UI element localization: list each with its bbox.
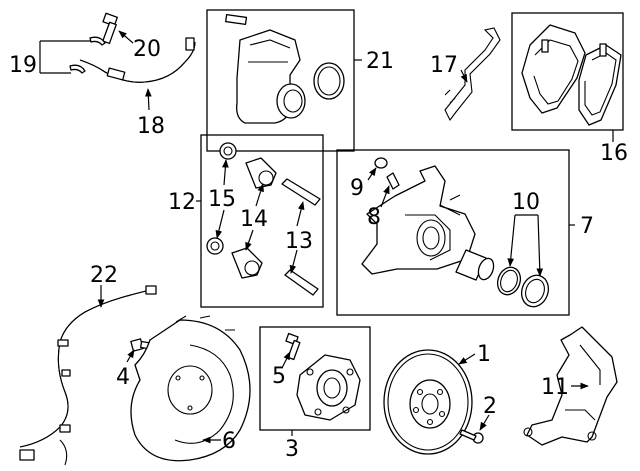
callout-5: 5 bbox=[272, 364, 286, 389]
bolt-part-20 bbox=[102, 12, 118, 45]
brake-hose-part-18 bbox=[79, 37, 196, 83]
clip-part-19 bbox=[69, 36, 106, 74]
bracket-part-11 bbox=[523, 326, 618, 446]
callout-1: 1 bbox=[477, 342, 491, 367]
callout-11: 11 bbox=[541, 375, 569, 400]
bushing-part-15 bbox=[206, 142, 237, 255]
caliper-part-7 bbox=[361, 165, 495, 281]
callout-12: 12 bbox=[168, 190, 196, 215]
callout-9: 9 bbox=[350, 176, 364, 201]
bleeder-parts-9-8 bbox=[374, 157, 400, 190]
callout-19: 19 bbox=[9, 53, 37, 78]
abs-sensor-wire-part-22 bbox=[19, 285, 157, 466]
dust-shield-part-6 bbox=[130, 315, 251, 462]
wear-sensor-part-17 bbox=[444, 27, 501, 122]
callout-3: 3 bbox=[285, 437, 299, 462]
guide-pin-part-13 bbox=[281, 178, 321, 296]
boot-part-14 bbox=[231, 157, 277, 279]
callout-13: 13 bbox=[285, 229, 313, 254]
callout-20: 20 bbox=[133, 37, 161, 62]
group-box-3-hub bbox=[259, 326, 371, 431]
rotor-part-1 bbox=[383, 349, 473, 455]
seal-part-10 bbox=[496, 266, 550, 308]
hub-part-3 bbox=[296, 354, 361, 421]
callout-21: 21 bbox=[366, 49, 394, 74]
callout-16: 16 bbox=[600, 141, 628, 166]
callout-8: 8 bbox=[367, 205, 381, 230]
group-box-16-pads bbox=[511, 12, 624, 131]
brake-pads-part-16 bbox=[521, 24, 622, 126]
leader-lines bbox=[39, 30, 614, 444]
callout-15: 15 bbox=[208, 187, 236, 212]
callout-17: 17 bbox=[430, 53, 458, 78]
callout-22: 22 bbox=[90, 263, 118, 288]
callout-2: 2 bbox=[483, 394, 497, 419]
callout-7: 7 bbox=[580, 214, 594, 239]
group-box-12-hardware bbox=[200, 134, 324, 308]
callout-6: 6 bbox=[222, 429, 236, 454]
callout-10: 10 bbox=[512, 190, 540, 215]
wheel-stud-part-5 bbox=[285, 332, 301, 361]
screw-part-2 bbox=[459, 429, 484, 444]
group-box-7-caliper bbox=[336, 149, 570, 316]
callout-14: 14 bbox=[240, 207, 268, 232]
callout-18: 18 bbox=[137, 114, 165, 139]
group-box-21-actuator bbox=[206, 9, 355, 152]
actuator-part-21 bbox=[225, 13, 345, 124]
callout-4: 4 bbox=[116, 365, 130, 390]
